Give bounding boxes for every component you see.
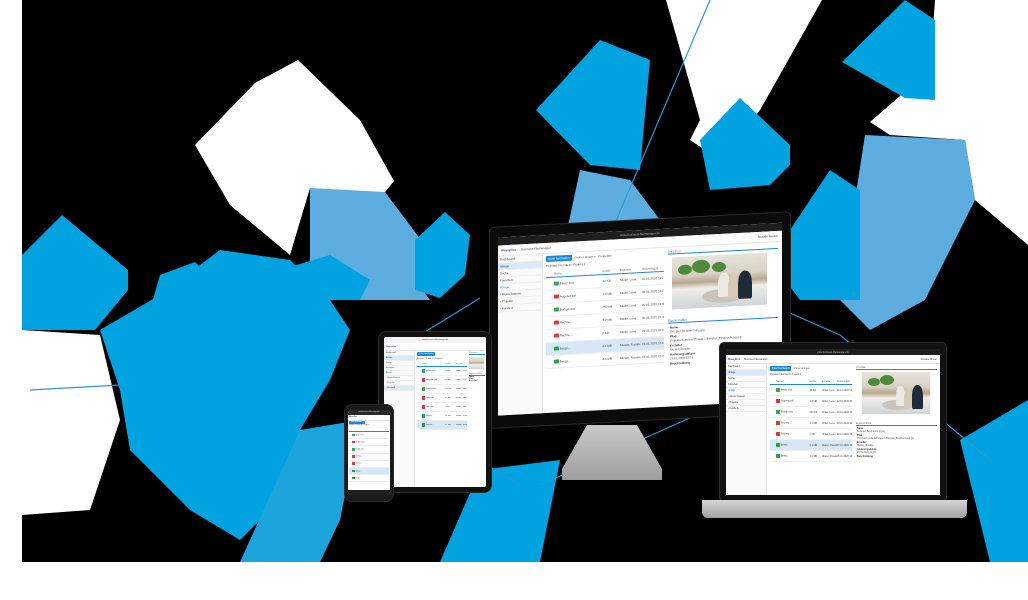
excel-file-icon (554, 306, 559, 313)
app-logo: WeasyDoc (501, 247, 517, 253)
col-owner[interactable]: Ersteller (620, 267, 632, 272)
pdf-file-icon (554, 319, 559, 326)
col-date[interactable]: Änderungsd. (642, 265, 660, 271)
user-name[interactable]: Rosalie Muster (757, 233, 778, 239)
app-title: Business Filemanager (521, 245, 551, 252)
excel-file-icon (776, 388, 780, 392)
sidebar: Dashboard Ablage Suche Favoriten Ablage … (498, 254, 543, 416)
preview-image (672, 252, 767, 310)
file-list-pane: Datei hochladen Ordner anlegen Freigeben… (546, 250, 664, 370)
tree-item-kunde-a[interactable]: › Kunde A (498, 303, 542, 313)
file-list-pane: Datei hochladen Projekte / Kunde A / Pro… (417, 352, 467, 430)
col-size[interactable]: Größe (602, 268, 611, 273)
laptop-base (702, 500, 967, 518)
image-file-icon (554, 345, 559, 352)
preview-pane: Vorschau Eigenschaften Name Pfad Erstell… (469, 352, 485, 382)
image-file-icon (554, 358, 559, 365)
illustration-canvas: www.business-filemanager.de WeasyDoc Bus… (22, 0, 1028, 562)
phone-screen: www.business-filemanager.de WeasyDoc Dat… (348, 410, 390, 495)
url-text[interactable]: www.business-filemanager.de (620, 231, 660, 238)
tablet-screen: www.business-filemanager.de WeasyDoc Das… (384, 337, 486, 487)
polygon-background (22, 0, 1028, 562)
laptop-screen: www.business-filemanager.de WeasyDoc Bus… (726, 349, 940, 495)
preview-image (862, 372, 930, 414)
share-button[interactable]: Freigeben (598, 253, 612, 259)
upload-button[interactable]: Datei hochladen (546, 254, 572, 263)
pdf-file-icon (554, 293, 559, 300)
laptop: www.business-filemanager.de WeasyDoc Bus… (720, 343, 946, 501)
smartphone: www.business-filemanager.de WeasyDoc Dat… (345, 405, 393, 501)
preview-thumbnail (469, 357, 484, 369)
new-folder-button[interactable]: Ordner anlegen (574, 254, 596, 260)
pdf-file-icon (554, 332, 559, 339)
image-file-icon (776, 454, 780, 458)
pdf-file-icon (776, 399, 780, 403)
file-list-pane: Datei hochladen Projekte / Kunde A / Pro… (349, 421, 389, 483)
pdf-file-icon (776, 421, 780, 425)
sidebar: Dashboard Ablage Suche Favoriten Ablage … (726, 364, 767, 495)
excel-file-icon (776, 410, 780, 414)
excel-file-icon (554, 280, 559, 287)
tablet: www.business-filemanager.de WeasyDoc Das… (379, 332, 491, 492)
image-file-icon (776, 443, 780, 447)
preview-pane: Vorschau Eigenschaften Name Beispiel_Bes… (856, 366, 937, 459)
pdf-file-icon (776, 432, 780, 436)
phone-nav-bar (348, 490, 390, 495)
